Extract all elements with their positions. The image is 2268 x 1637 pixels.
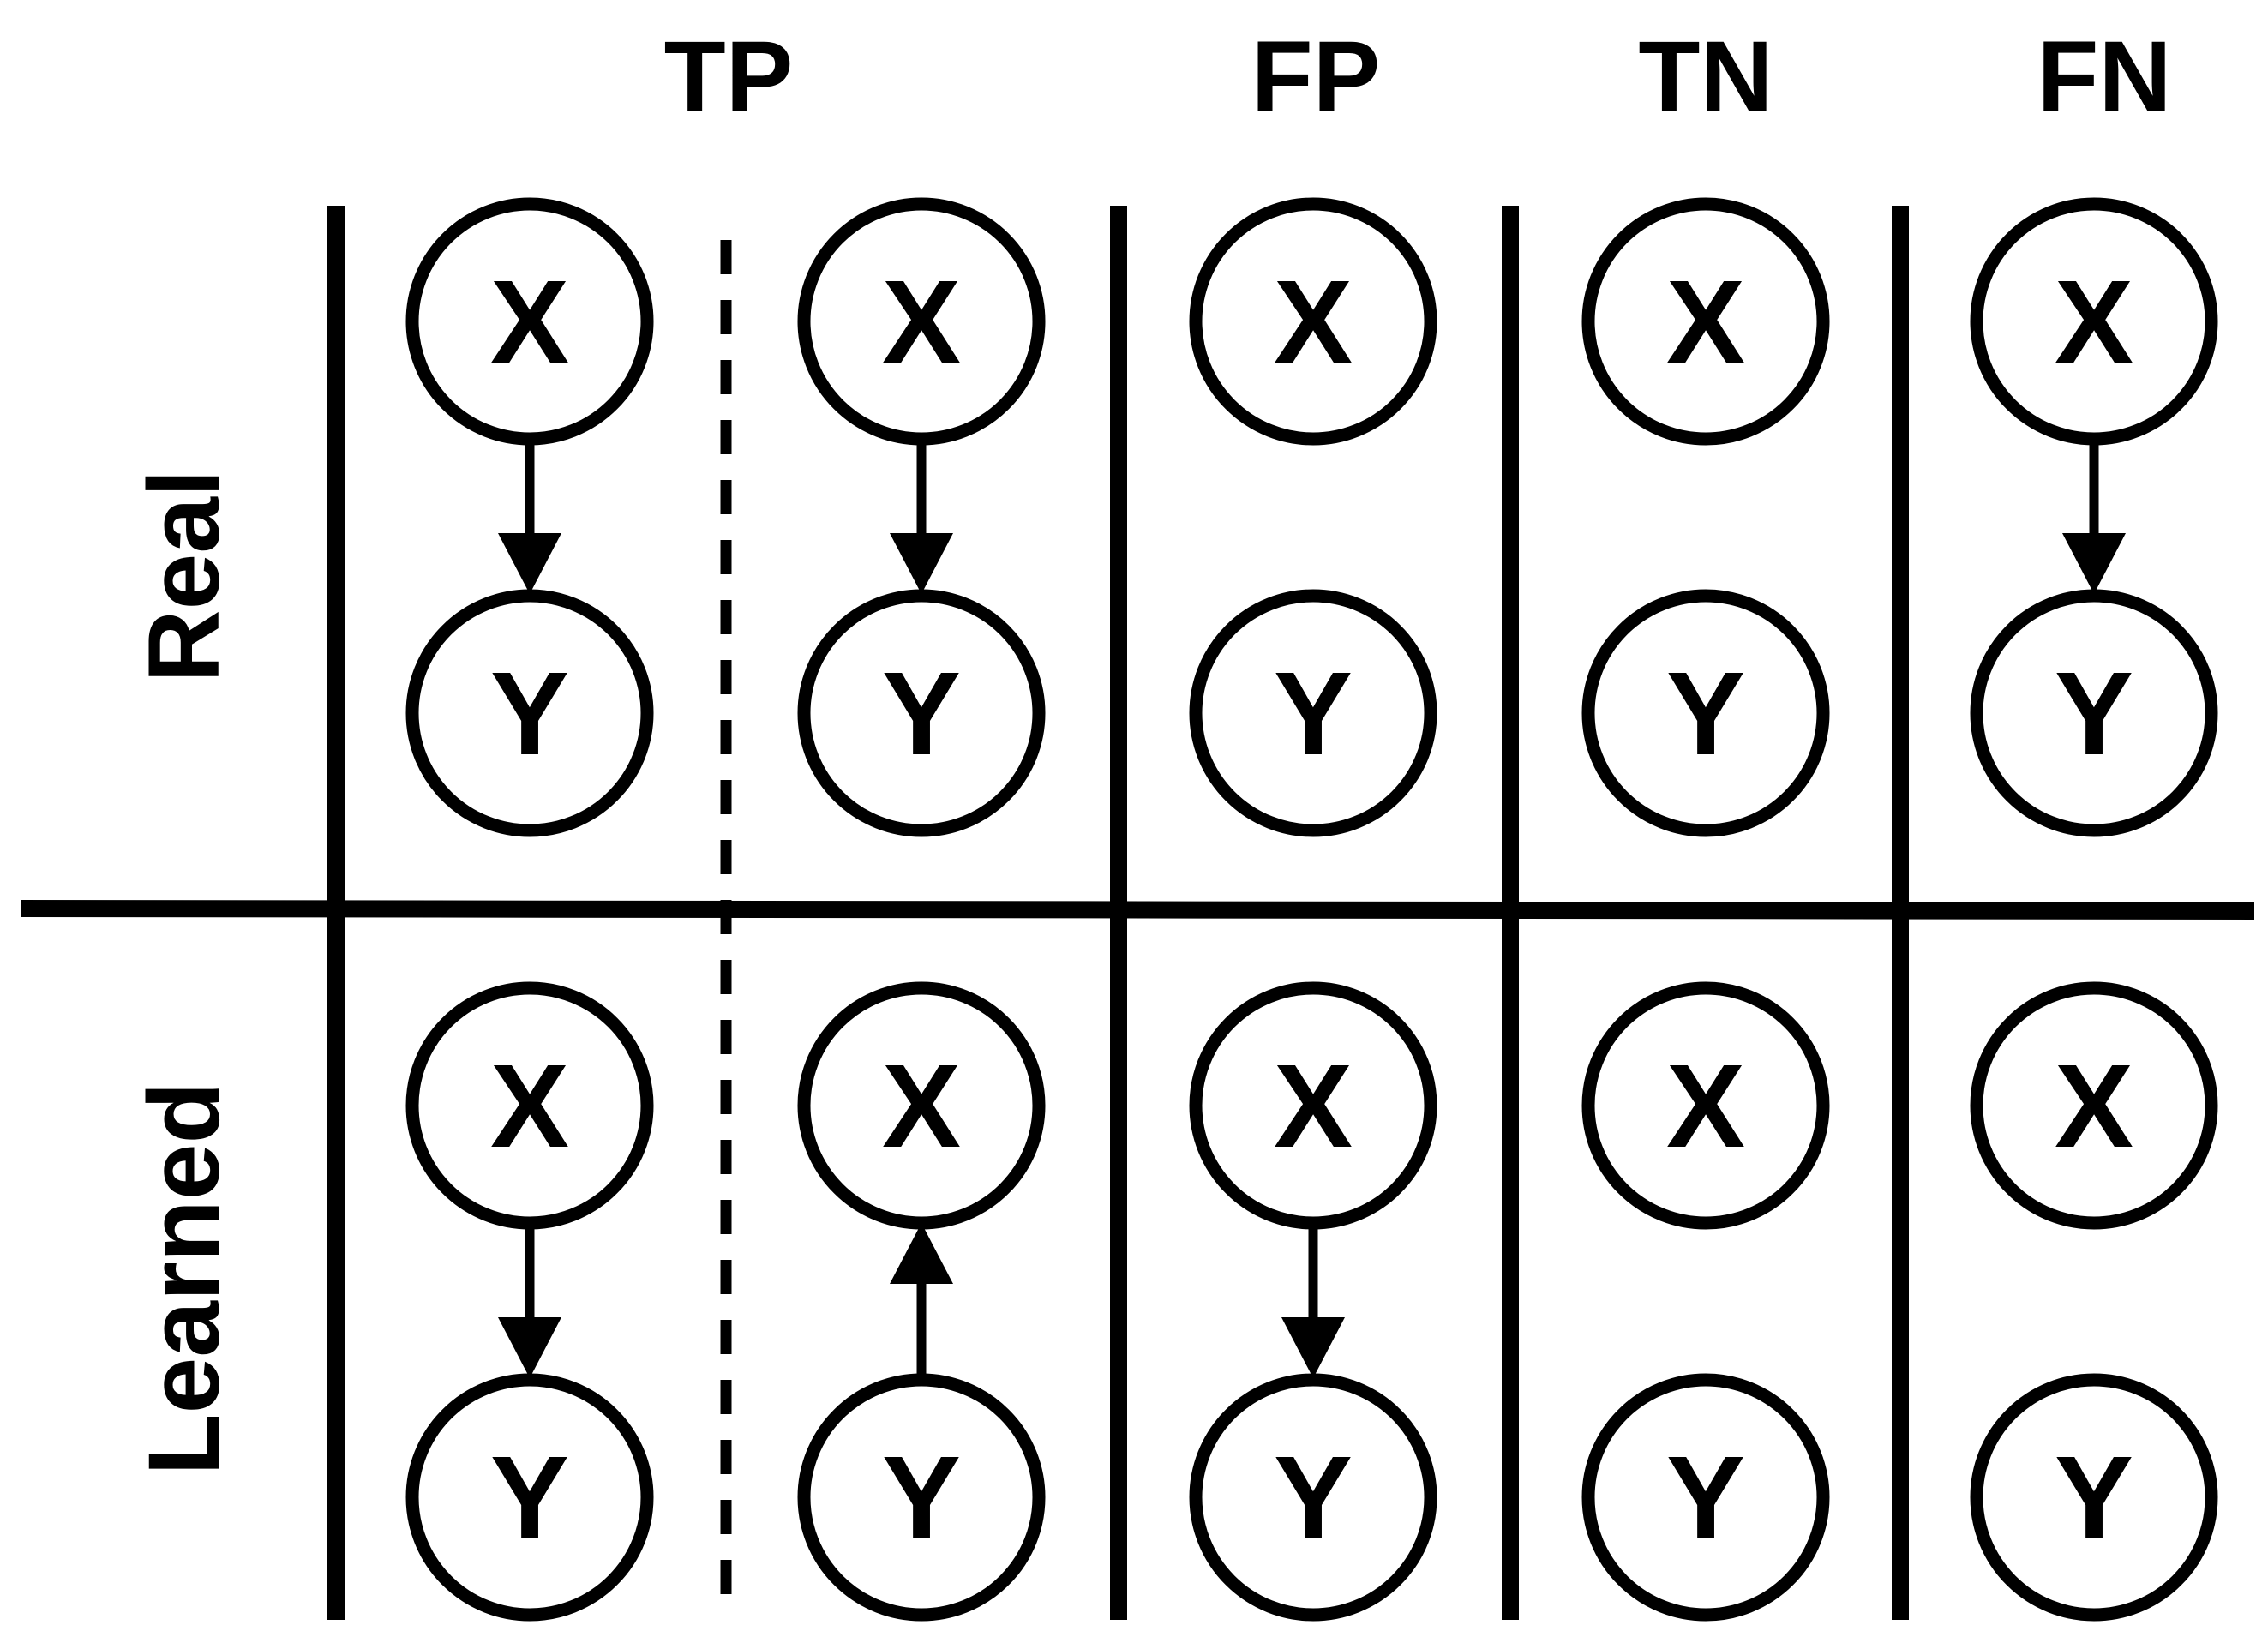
node-x-label: X [2055, 256, 2133, 388]
node-x [1970, 981, 2218, 1230]
column-header-tn: TN [1638, 21, 1773, 134]
node-x-label: X [490, 1040, 569, 1172]
column-header-fn: FN [2037, 21, 2171, 134]
node-y [797, 589, 1046, 837]
arrowhead-down [2062, 533, 2126, 594]
node-y [1581, 589, 1830, 837]
arrowhead-down [498, 1317, 561, 1378]
node-x [1189, 981, 1437, 1230]
node-y [405, 589, 654, 837]
node-y [1970, 1373, 2218, 1622]
cell-real-tn: X Y [1581, 197, 1830, 837]
node-x [1189, 197, 1437, 446]
node-x-label: X [1274, 1040, 1353, 1172]
node-y [1189, 1373, 1437, 1622]
column-header-tp: TP [664, 21, 794, 134]
cell-real-tp-1: X Y [405, 197, 654, 837]
node-x [405, 981, 654, 1230]
row-label-learned: Learned [128, 1082, 241, 1475]
node-x-label: X [2055, 1040, 2133, 1172]
node-y-label: Y [1274, 648, 1353, 780]
cell-learned-tp-2: X Y [797, 981, 1046, 1622]
node-x-label: X [1666, 256, 1745, 388]
node-x-label: X [882, 256, 961, 388]
cell-learned-fp: X Y [1189, 981, 1437, 1622]
node-x-label: X [490, 256, 569, 388]
node-x [405, 197, 654, 446]
node-y-label: Y [2055, 1432, 2133, 1564]
node-x-label: X [882, 1040, 961, 1172]
row-label-real: Real [128, 469, 241, 682]
cell-learned-fn: X Y [1970, 981, 2218, 1622]
node-y-label: Y [1274, 1432, 1353, 1564]
node-y-label: Y [2055, 648, 2133, 780]
node-x [797, 197, 1046, 446]
arrowhead-up [890, 1223, 953, 1284]
cell-learned-tn: X Y [1581, 981, 1830, 1622]
node-y-label: Y [1666, 1432, 1745, 1564]
node-x [797, 981, 1046, 1230]
node-y-label: Y [490, 1432, 569, 1564]
node-y [1970, 589, 2218, 837]
arrowhead-down [498, 533, 561, 594]
arrowhead-down [890, 533, 953, 594]
node-y-label: Y [1666, 648, 1745, 780]
cell-real-tp-2: X Y [797, 197, 1046, 837]
cell-real-fp: X Y [1189, 197, 1437, 837]
arrowhead-down [1281, 1317, 1345, 1378]
cell-learned-tp-1: X Y [405, 981, 654, 1622]
node-y-label: Y [882, 648, 961, 780]
node-x [1581, 981, 1830, 1230]
node-y [797, 1373, 1046, 1622]
node-x [1970, 197, 2218, 446]
node-y [1189, 589, 1437, 837]
horizontal-divider [21, 900, 2255, 920]
node-x-label: X [1274, 256, 1353, 388]
node-y-label: Y [882, 1432, 961, 1564]
node-y-label: Y [490, 648, 569, 780]
column-header-fp: FP [1251, 21, 1381, 134]
cell-real-fn: X Y [1970, 197, 2218, 837]
grid-lines [21, 206, 2255, 1620]
node-x [1581, 197, 1830, 446]
node-x-label: X [1666, 1040, 1745, 1172]
node-y [1581, 1373, 1830, 1622]
node-y [405, 1373, 654, 1622]
